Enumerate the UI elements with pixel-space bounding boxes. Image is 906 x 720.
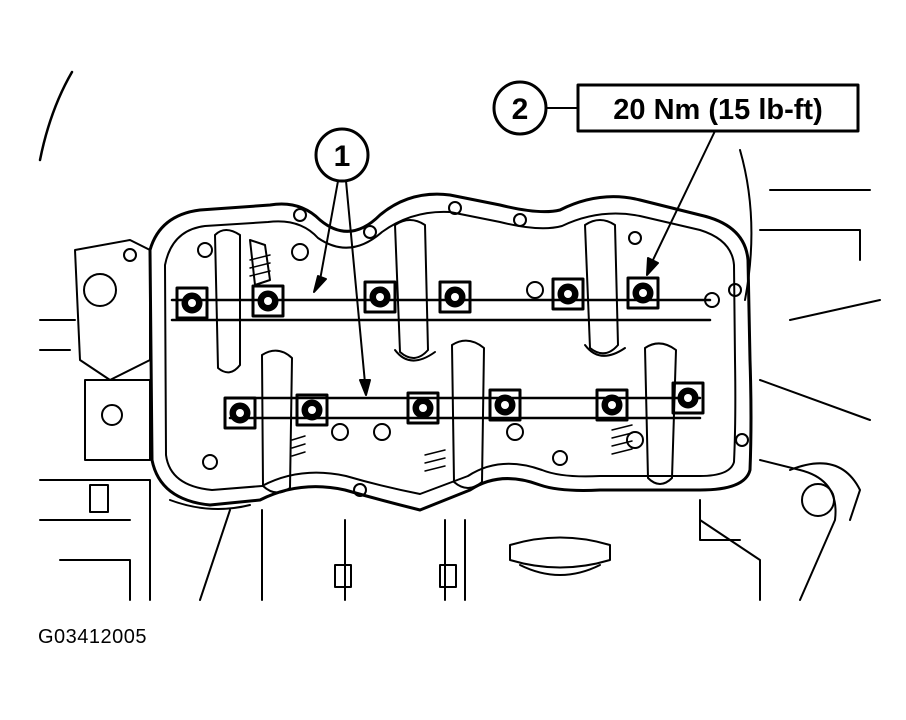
callout-2-number: 2	[512, 93, 529, 126]
callout-1-arrowhead-lower	[359, 379, 371, 396]
lower-block	[169, 462, 861, 601]
callout-1-number: 1	[334, 140, 351, 173]
callout-1-circle	[314, 127, 370, 183]
engine-outline-left	[39, 319, 151, 601]
rocker-arm-lower-3	[644, 342, 677, 485]
callout-1	[313, 127, 371, 396]
rocker-arm-lower-2	[451, 339, 485, 489]
engine-outline-right	[739, 149, 881, 421]
cylinder-head-inner	[164, 210, 737, 495]
figure-id: G03412005	[38, 626, 148, 648]
callout-1-arrowhead-upper	[313, 275, 327, 293]
left-bracket	[74, 239, 151, 513]
callout-2-leader	[651, 130, 716, 263]
callout-2	[492, 80, 860, 276]
torque-spec-label: 20 Nm (15 lb-ft)	[613, 94, 822, 126]
rocker-arm-upper-2	[394, 219, 436, 362]
callout-1-leader-lower	[345, 180, 366, 384]
engine-outline-right-lower	[699, 459, 837, 601]
perimeter-bolt-holes	[197, 201, 749, 497]
engine-outline-arc	[38, 70, 74, 162]
callout-1-leader-upper	[319, 180, 339, 281]
cylinder-head-outline	[148, 192, 753, 512]
lower-shaft-bolts	[223, 381, 705, 430]
upper-shaft-bolts	[175, 276, 660, 320]
callout-2-spec-box	[576, 83, 860, 133]
rocker-arm-lower-1	[261, 349, 293, 494]
rocker-arm-upper-3	[584, 219, 626, 357]
callout-2-arrowhead	[646, 257, 659, 276]
lower-rocker-shaft	[228, 396, 702, 420]
rocker-arm-upper-1	[214, 229, 271, 374]
valve-springs	[249, 254, 633, 472]
